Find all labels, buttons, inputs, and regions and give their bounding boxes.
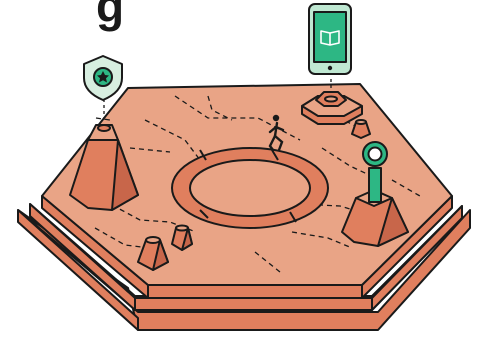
shield-star-icon — [84, 56, 122, 100]
smartphone-book-icon — [309, 4, 351, 74]
circular-track — [172, 148, 328, 228]
